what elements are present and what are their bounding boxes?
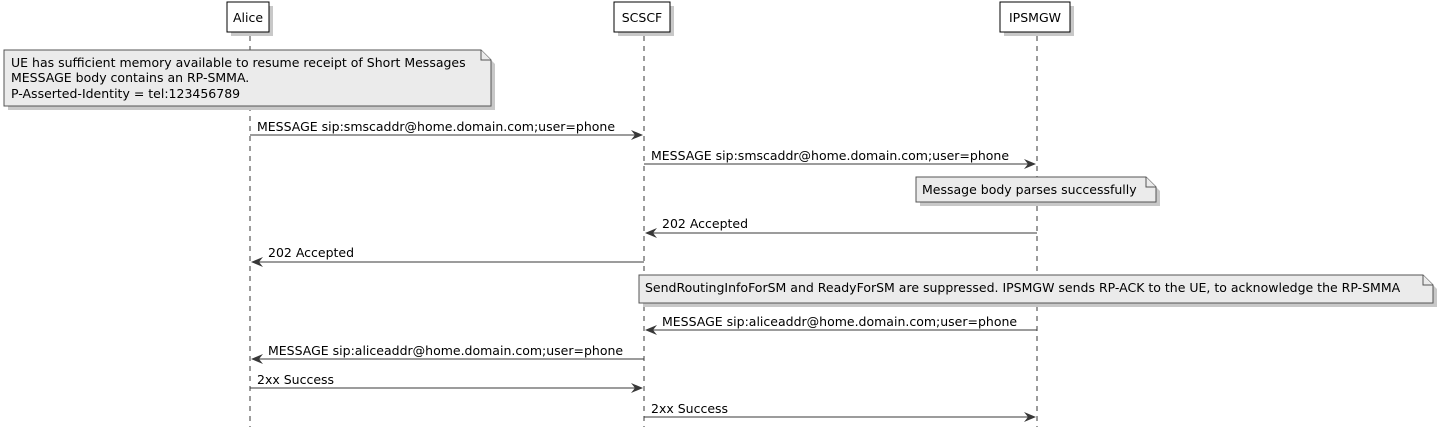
message-arrow: 202 Accepted (251, 245, 644, 267)
participant-ipsmgw: IPSMGW (999, 1, 1074, 36)
note-suppressed: SendRoutingInfoForSM and ReadyForSM are … (638, 274, 1437, 307)
participant-alice: Alice (226, 1, 273, 36)
participant-label: SCSCF (622, 10, 663, 25)
message-label: 202 Accepted (662, 216, 748, 231)
message-arrow: MESSAGE sip:aliceaddr@home.domain.com;us… (645, 314, 1037, 335)
message-arrow: MESSAGE sip:aliceaddr@home.domain.com;us… (251, 343, 644, 364)
message-arrow: 2xx Success (644, 401, 1036, 422)
message-label: MESSAGE sip:smscaddr@home.domain.com;use… (651, 148, 1009, 163)
message-label: MESSAGE sip:smscaddr@home.domain.com;use… (257, 119, 615, 134)
message-arrow: 202 Accepted (645, 216, 1037, 238)
participant-label: Alice (233, 10, 263, 25)
note-line: MESSAGE body contains an RP-SMMA. (11, 70, 249, 85)
participant-label: IPSMGW (1009, 10, 1061, 25)
message-label: 202 Accepted (268, 245, 354, 260)
message-label: MESSAGE sip:aliceaddr@home.domain.com;us… (662, 314, 1017, 329)
message-arrow: 2xx Success (250, 372, 643, 393)
message-arrow: MESSAGE sip:smscaddr@home.domain.com;use… (644, 148, 1036, 169)
note-line: P-Asserted-Identity = tel:123456789 (11, 86, 240, 101)
message-label: 2xx Success (651, 401, 728, 416)
message-label: MESSAGE sip:aliceaddr@home.domain.com;us… (268, 343, 623, 358)
message-arrow: MESSAGE sip:smscaddr@home.domain.com;use… (250, 119, 643, 140)
message-label: 2xx Success (257, 372, 334, 387)
note-line: SendRoutingInfoForSM and ReadyForSM are … (645, 280, 1401, 295)
note-ue-memory: UE has sufficient memory available to re… (3, 49, 495, 110)
participant-scscf: SCSCF (613, 1, 674, 36)
note-parses: Message body parses successfully (915, 176, 1160, 206)
note-line: UE has sufficient memory available to re… (11, 55, 466, 70)
note-line: Message body parses successfully (922, 182, 1137, 197)
